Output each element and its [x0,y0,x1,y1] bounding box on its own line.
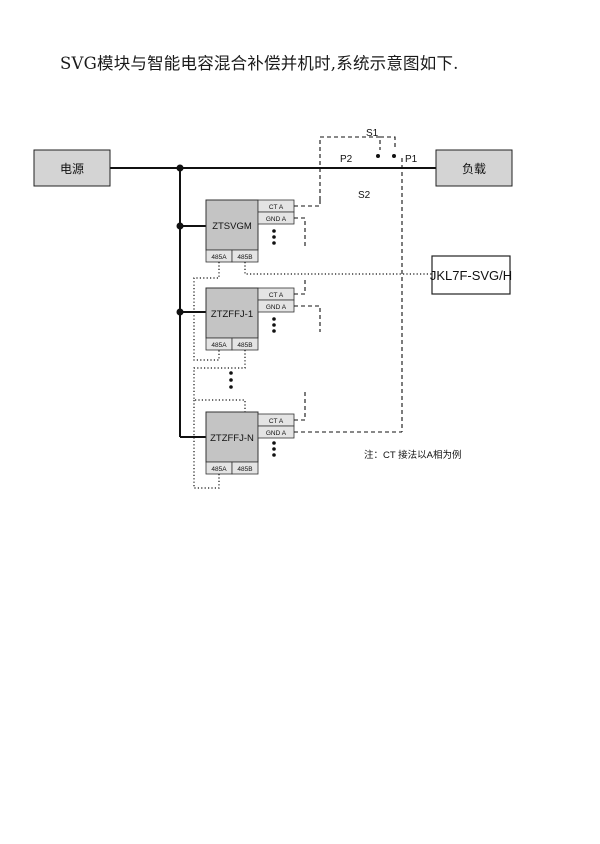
label-p2: P2 [340,154,353,165]
rs485-wiring [193,262,432,489]
power-source-box: 电源 [33,149,111,187]
ct-wiring [294,200,402,433]
rs485-link [193,400,220,489]
junction-dot [176,164,184,172]
ct-wire [294,200,321,207]
gnd-wire [294,217,306,246]
port-485b-label: 485B [237,254,252,261]
module-ztsvgm: ZTSVGM CT A GND A 485A 485B [205,199,295,263]
ct-wire [294,392,306,421]
switch-s1: S1 P2 P1 S2 [319,128,418,432]
port-485a-label: 485A [211,254,227,261]
ct-terminal-label: CT A [269,204,284,211]
module-ztzffj-1: ZTZFFJ-1 CT A GND A 485A 485B [205,287,295,351]
ct-note: 注：CT 接法以A相为例 [364,449,461,461]
s1-link [380,136,396,150]
label-s2: S2 [358,190,371,201]
gnd-terminal-label: GND A [266,304,287,311]
module-ztzffj-n: ZTZFFJ-N CT A GND A 485A 485B [205,411,295,475]
module-name: ZTZFFJ-N [210,433,254,444]
port-485a-label: 485A [211,342,227,349]
label-p1: P1 [405,154,418,165]
gnd-terminal-label: GND A [266,430,287,437]
junction-dot [176,222,184,230]
power-source-label: 电源 [60,162,84,176]
controller-box: JKL7F-SVG/H [430,255,512,295]
rs485-bus-to-controller [244,262,432,275]
module-name: ZTZFFJ-1 [211,309,253,320]
controller-label: JKL7F-SVG/H [430,268,512,283]
switch-contact [392,154,396,158]
load-label: 负载 [462,162,486,176]
ct-terminal-label: CT A [269,418,284,425]
page-title: SVG模块与智能电容混合补偿并机时,系统示意图如下. [60,54,459,73]
junction-dot [176,308,184,316]
switch-contact [376,154,380,158]
port-485b-label: 485B [237,466,252,473]
gnd-wire [294,305,321,332]
ellipsis-dots [229,229,276,457]
port-485a-label: 485A [211,466,227,473]
rs485-link [193,350,246,412]
rs485-link [193,262,220,361]
label-s1: S1 [366,128,379,139]
s1-ct-loop [319,136,381,200]
module-name: ZTSVGM [212,221,252,232]
ct-terminal-label: CT A [269,292,284,299]
gnd-terminal-label: GND A [266,216,287,223]
port-485b-label: 485B [237,342,252,349]
load-box: 负载 [435,149,513,187]
ct-wire [294,280,306,295]
